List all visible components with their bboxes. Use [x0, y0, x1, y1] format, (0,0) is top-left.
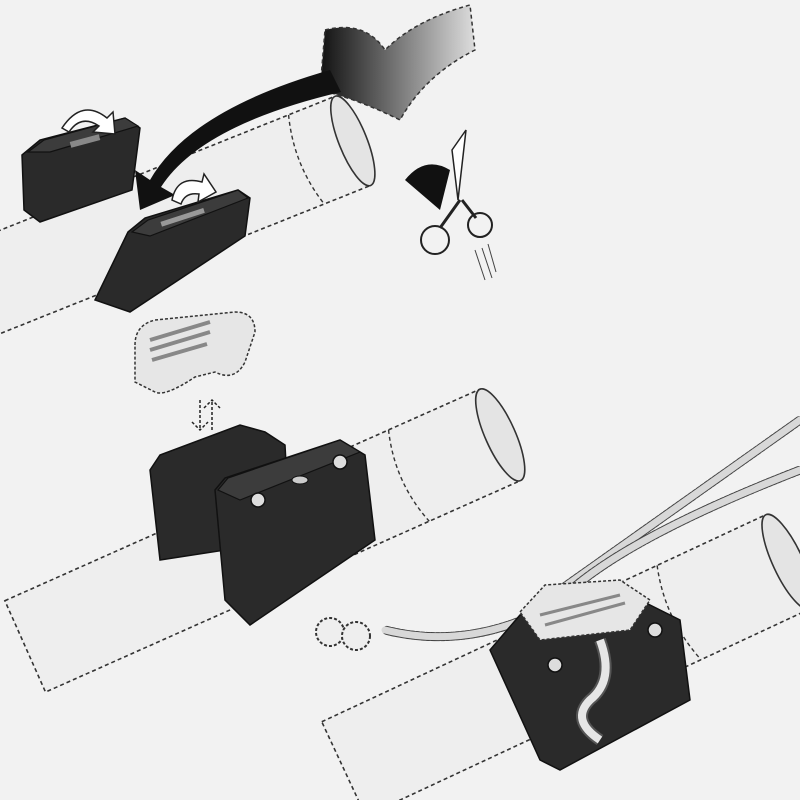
rope-knot [315, 617, 371, 651]
clamp-half-upper [21, 117, 141, 223]
screw-icon [547, 657, 563, 673]
mounted-cleat-clamp [489, 579, 691, 771]
rotate-arrow-icon [60, 109, 218, 206]
screw-icon [647, 622, 663, 638]
curved-arrow-icon [135, 70, 341, 210]
cleat-piece [134, 311, 256, 394]
liner-strip [319, 4, 476, 121]
assembled-clamp [149, 424, 376, 626]
insert-arrow-icon [191, 398, 221, 432]
screw-icon [250, 492, 266, 508]
clamp-half-lower [93, 189, 251, 313]
scissors-icon [405, 129, 497, 281]
screw-icon [332, 454, 348, 470]
